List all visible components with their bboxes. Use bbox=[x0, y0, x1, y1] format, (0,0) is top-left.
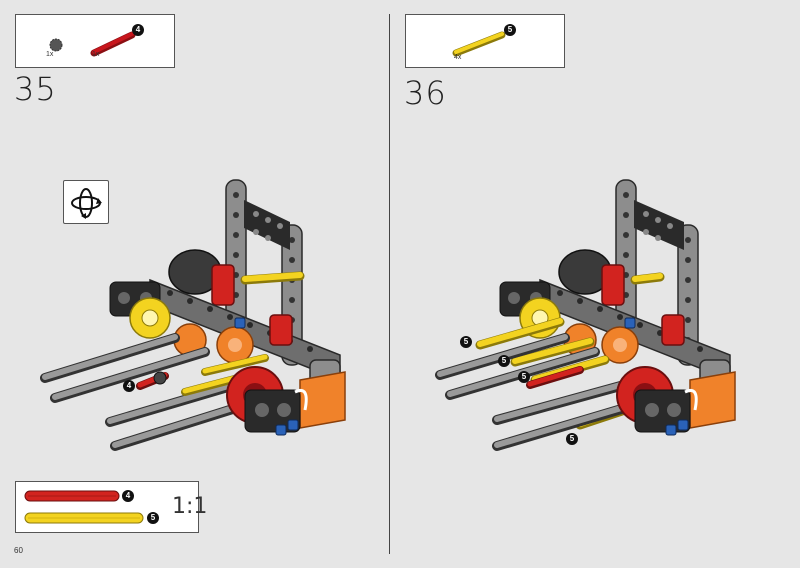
step-number: 35 bbox=[14, 70, 57, 108]
rotate-icon bbox=[71, 188, 102, 219]
parts-list-step-35: 1x 4 1x bbox=[15, 14, 175, 68]
part-qty: 1x bbox=[46, 51, 54, 58]
page-divider bbox=[389, 14, 390, 554]
axle-5-yellow-reference bbox=[24, 512, 144, 524]
step-number: 36 bbox=[404, 74, 447, 112]
axle-4-red-icon bbox=[90, 31, 136, 57]
part-qty: 4x bbox=[454, 54, 462, 61]
callout-badge: 5 bbox=[460, 336, 472, 348]
axle-4-red-reference bbox=[24, 490, 120, 502]
model-assembly-step-35 bbox=[40, 179, 346, 451]
axle-5-yellow-icon bbox=[452, 31, 506, 57]
part-qty: 1x bbox=[92, 51, 100, 58]
rotate-model-icon bbox=[63, 180, 109, 224]
callout-badge: 5 bbox=[518, 371, 530, 383]
callout-badge: 4 bbox=[123, 380, 135, 392]
length-badge: 4 bbox=[122, 490, 134, 502]
page-number: 60 bbox=[14, 546, 23, 555]
bush-icon bbox=[49, 38, 63, 52]
length-badge: 4 bbox=[132, 24, 144, 36]
parts-list-step-36: 5 4x bbox=[405, 14, 565, 68]
axle-reference-scale: 4 5 1:1 bbox=[15, 481, 207, 533]
scale-label: 1:1 bbox=[172, 494, 208, 519]
length-badge: 5 bbox=[147, 512, 159, 524]
callout-badge: 5 bbox=[566, 433, 578, 445]
callout-badge: 5 bbox=[498, 355, 510, 367]
length-badge: 5 bbox=[504, 24, 516, 36]
